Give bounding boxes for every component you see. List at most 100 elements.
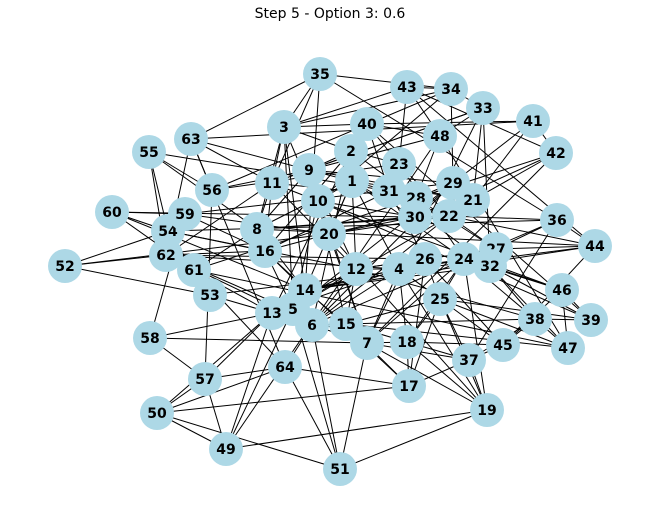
node-circle — [452, 343, 486, 377]
node-label: 35 — [310, 67, 329, 83]
node-circle — [339, 252, 373, 286]
node-circle — [423, 119, 457, 153]
node-14: 14 — [288, 273, 322, 307]
node-circle — [551, 331, 585, 365]
edge-50-51 — [156, 412, 341, 470]
edge-52-54 — [64, 230, 169, 267]
node-label: 22 — [439, 209, 458, 225]
node-circle — [392, 369, 426, 403]
node-label: 33 — [473, 101, 492, 117]
node-47: 47 — [551, 331, 585, 365]
node-label: 3 — [279, 120, 289, 136]
node-label: 48 — [430, 129, 449, 145]
graph-title: Step 5 - Option 3: 0.6 — [254, 6, 406, 22]
node-label: 39 — [581, 313, 600, 329]
node-circle — [209, 432, 243, 466]
node-label: 20 — [319, 227, 339, 243]
node-circle — [382, 147, 416, 181]
node-circle — [382, 252, 416, 286]
node-63: 63 — [174, 122, 208, 156]
node-29: 29 — [436, 166, 470, 200]
node-circle — [329, 307, 363, 341]
node-circle — [473, 249, 507, 283]
node-label: 5 — [288, 302, 298, 318]
node-38: 38 — [518, 302, 552, 336]
edge-7-24 — [366, 258, 465, 344]
node-circle — [267, 110, 301, 144]
node-label: 19 — [477, 403, 496, 419]
node-circle — [539, 136, 573, 170]
edge-25-47 — [439, 298, 569, 349]
node-59: 59 — [168, 197, 202, 231]
node-52: 52 — [48, 249, 82, 283]
node-label: 54 — [158, 224, 178, 240]
node-circle — [372, 174, 406, 208]
node-label: 11 — [262, 176, 281, 192]
node-label: 62 — [156, 248, 175, 264]
node-label: 49 — [216, 442, 235, 458]
edge-25-39 — [439, 298, 592, 321]
node-label: 42 — [546, 146, 565, 162]
node-label: 58 — [140, 331, 159, 347]
node-circle — [168, 197, 202, 231]
node-label: 64 — [275, 360, 295, 376]
node-circle — [188, 362, 222, 396]
node-label: 37 — [459, 353, 478, 369]
node-circle — [470, 393, 504, 427]
node-circle — [486, 328, 520, 362]
node-label: 23 — [389, 157, 408, 173]
node-33: 33 — [466, 91, 500, 125]
node-circle — [255, 166, 289, 200]
node-circle — [432, 199, 466, 233]
node-label: 52 — [55, 259, 74, 275]
node-circle — [301, 184, 335, 218]
node-label: 44 — [585, 239, 605, 255]
node-35: 35 — [303, 57, 337, 91]
node-label: 55 — [139, 145, 158, 161]
node-circle — [174, 122, 208, 156]
node-label: 47 — [558, 341, 577, 357]
node-label: 45 — [493, 338, 512, 354]
node-label: 25 — [430, 292, 449, 308]
node-circle — [540, 203, 574, 237]
node-9: 9 — [292, 153, 326, 187]
node-label: 16 — [255, 244, 274, 260]
edge-17-50 — [156, 385, 410, 414]
node-circle — [518, 302, 552, 336]
node-6: 6 — [295, 308, 329, 342]
edge-20-52 — [64, 233, 330, 267]
node-label: 17 — [399, 379, 418, 395]
node-circle — [335, 164, 369, 198]
edge-6-51 — [311, 324, 341, 470]
edge-35-63 — [190, 73, 321, 140]
node-circle — [132, 135, 166, 169]
node-circle — [466, 91, 500, 125]
edge-6-22 — [311, 215, 450, 326]
node-circle — [390, 325, 424, 359]
node-label: 9 — [304, 163, 314, 179]
node-43: 43 — [390, 70, 424, 104]
node-circle — [48, 249, 82, 283]
node-label: 31 — [379, 184, 398, 200]
node-circle — [133, 321, 167, 355]
node-circle — [140, 396, 174, 430]
edge-19-49 — [225, 409, 488, 450]
node-label: 29 — [443, 176, 462, 192]
node-circle — [193, 278, 227, 312]
edge-51-19 — [339, 409, 488, 470]
node-label: 61 — [184, 263, 203, 279]
node-40: 40 — [350, 107, 384, 141]
node-label: 15 — [336, 317, 355, 333]
node-circle — [95, 195, 129, 229]
edge-51-64 — [284, 366, 341, 470]
node-label: 57 — [195, 372, 214, 388]
node-circle — [177, 253, 211, 287]
node-circle — [545, 273, 579, 307]
node-39: 39 — [574, 303, 608, 337]
node-50: 50 — [140, 396, 174, 430]
node-circle — [423, 282, 457, 316]
edge-34-35 — [319, 73, 452, 90]
node-circle — [516, 104, 550, 138]
node-3: 3 — [267, 110, 301, 144]
node-12: 12 — [339, 252, 373, 286]
